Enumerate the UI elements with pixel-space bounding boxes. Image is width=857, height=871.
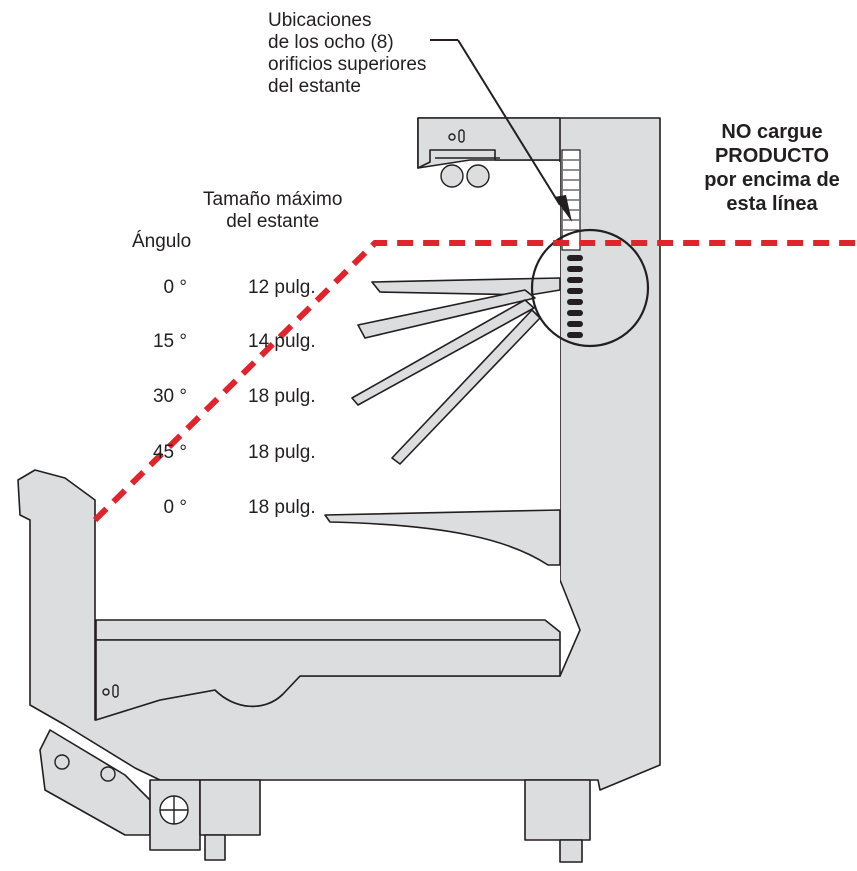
shelf-size-4: 18 pulg.: [248, 442, 316, 463]
canopy-cap: [417, 117, 561, 169]
callout-line-3: orificios superiores: [268, 54, 427, 75]
callout-line-2: de los ocho (8): [268, 32, 394, 53]
callout-line-1: Ubicaciones: [268, 10, 372, 31]
warning-line-2: PRODUCTO: [714, 145, 830, 167]
warning-line-1: NO cargue: [721, 121, 823, 143]
shelf-30deg: [351, 299, 535, 406]
warning-line-4: esta línea: [726, 193, 818, 215]
shelf-size-header-line-1: Tamaño máximo: [203, 189, 343, 210]
shelf-size-5: 18 pulg.: [248, 497, 316, 518]
shelf-size-1: 12 pulg.: [248, 277, 316, 298]
shelf-size-header: Tamaño máximo del estante: [203, 189, 342, 233]
hole-detail-circle: [530, 228, 650, 348]
foot-right: [559, 839, 583, 863]
shelf-size-2: 14 pulg.: [248, 331, 316, 352]
max-load-line: [92, 240, 857, 523]
hole-markers: [54, 129, 465, 782]
shelf-size-3: 18 pulg.: [248, 386, 316, 407]
hole-location-callout: Ubicaciones de los ocho (8) orificios su…: [268, 10, 426, 98]
canopy-rollers: [435, 157, 500, 188]
shelf-angle-3: 30 °: [152, 386, 187, 407]
shelf-angle-1: 0 °: [163, 277, 187, 298]
leg-mid: [199, 779, 261, 836]
shelf-15deg: [357, 289, 536, 339]
load-limit-warning: NO cargue PRODUCTO por encima de esta lí…: [672, 120, 857, 216]
leg-right: [524, 779, 591, 841]
shelf-angle-5: 0 °: [163, 497, 187, 518]
shelf-size-header-line-2: del estante: [226, 211, 320, 232]
callout-line-4: del estante: [268, 76, 361, 97]
shelf-0deg-top: [371, 277, 561, 296]
callout-arrowhead: [554, 195, 572, 222]
base-deck: [95, 619, 561, 641]
shelf-angle-2: 15 °: [152, 331, 187, 352]
shelf-0deg-bottom: [324, 509, 561, 566]
front-hinge-plate: [39, 729, 151, 836]
foot-mid: [204, 834, 226, 861]
lower-front-panel: [95, 639, 561, 721]
angle-header: Ángulo: [132, 231, 192, 252]
drain-fitting: [159, 795, 189, 825]
warning-line-3: por encima de: [704, 169, 840, 191]
shelf-angle-4: 45 °: [152, 442, 187, 463]
shelf-holes: [567, 255, 583, 338]
callout-arrow-line: [457, 39, 561, 206]
